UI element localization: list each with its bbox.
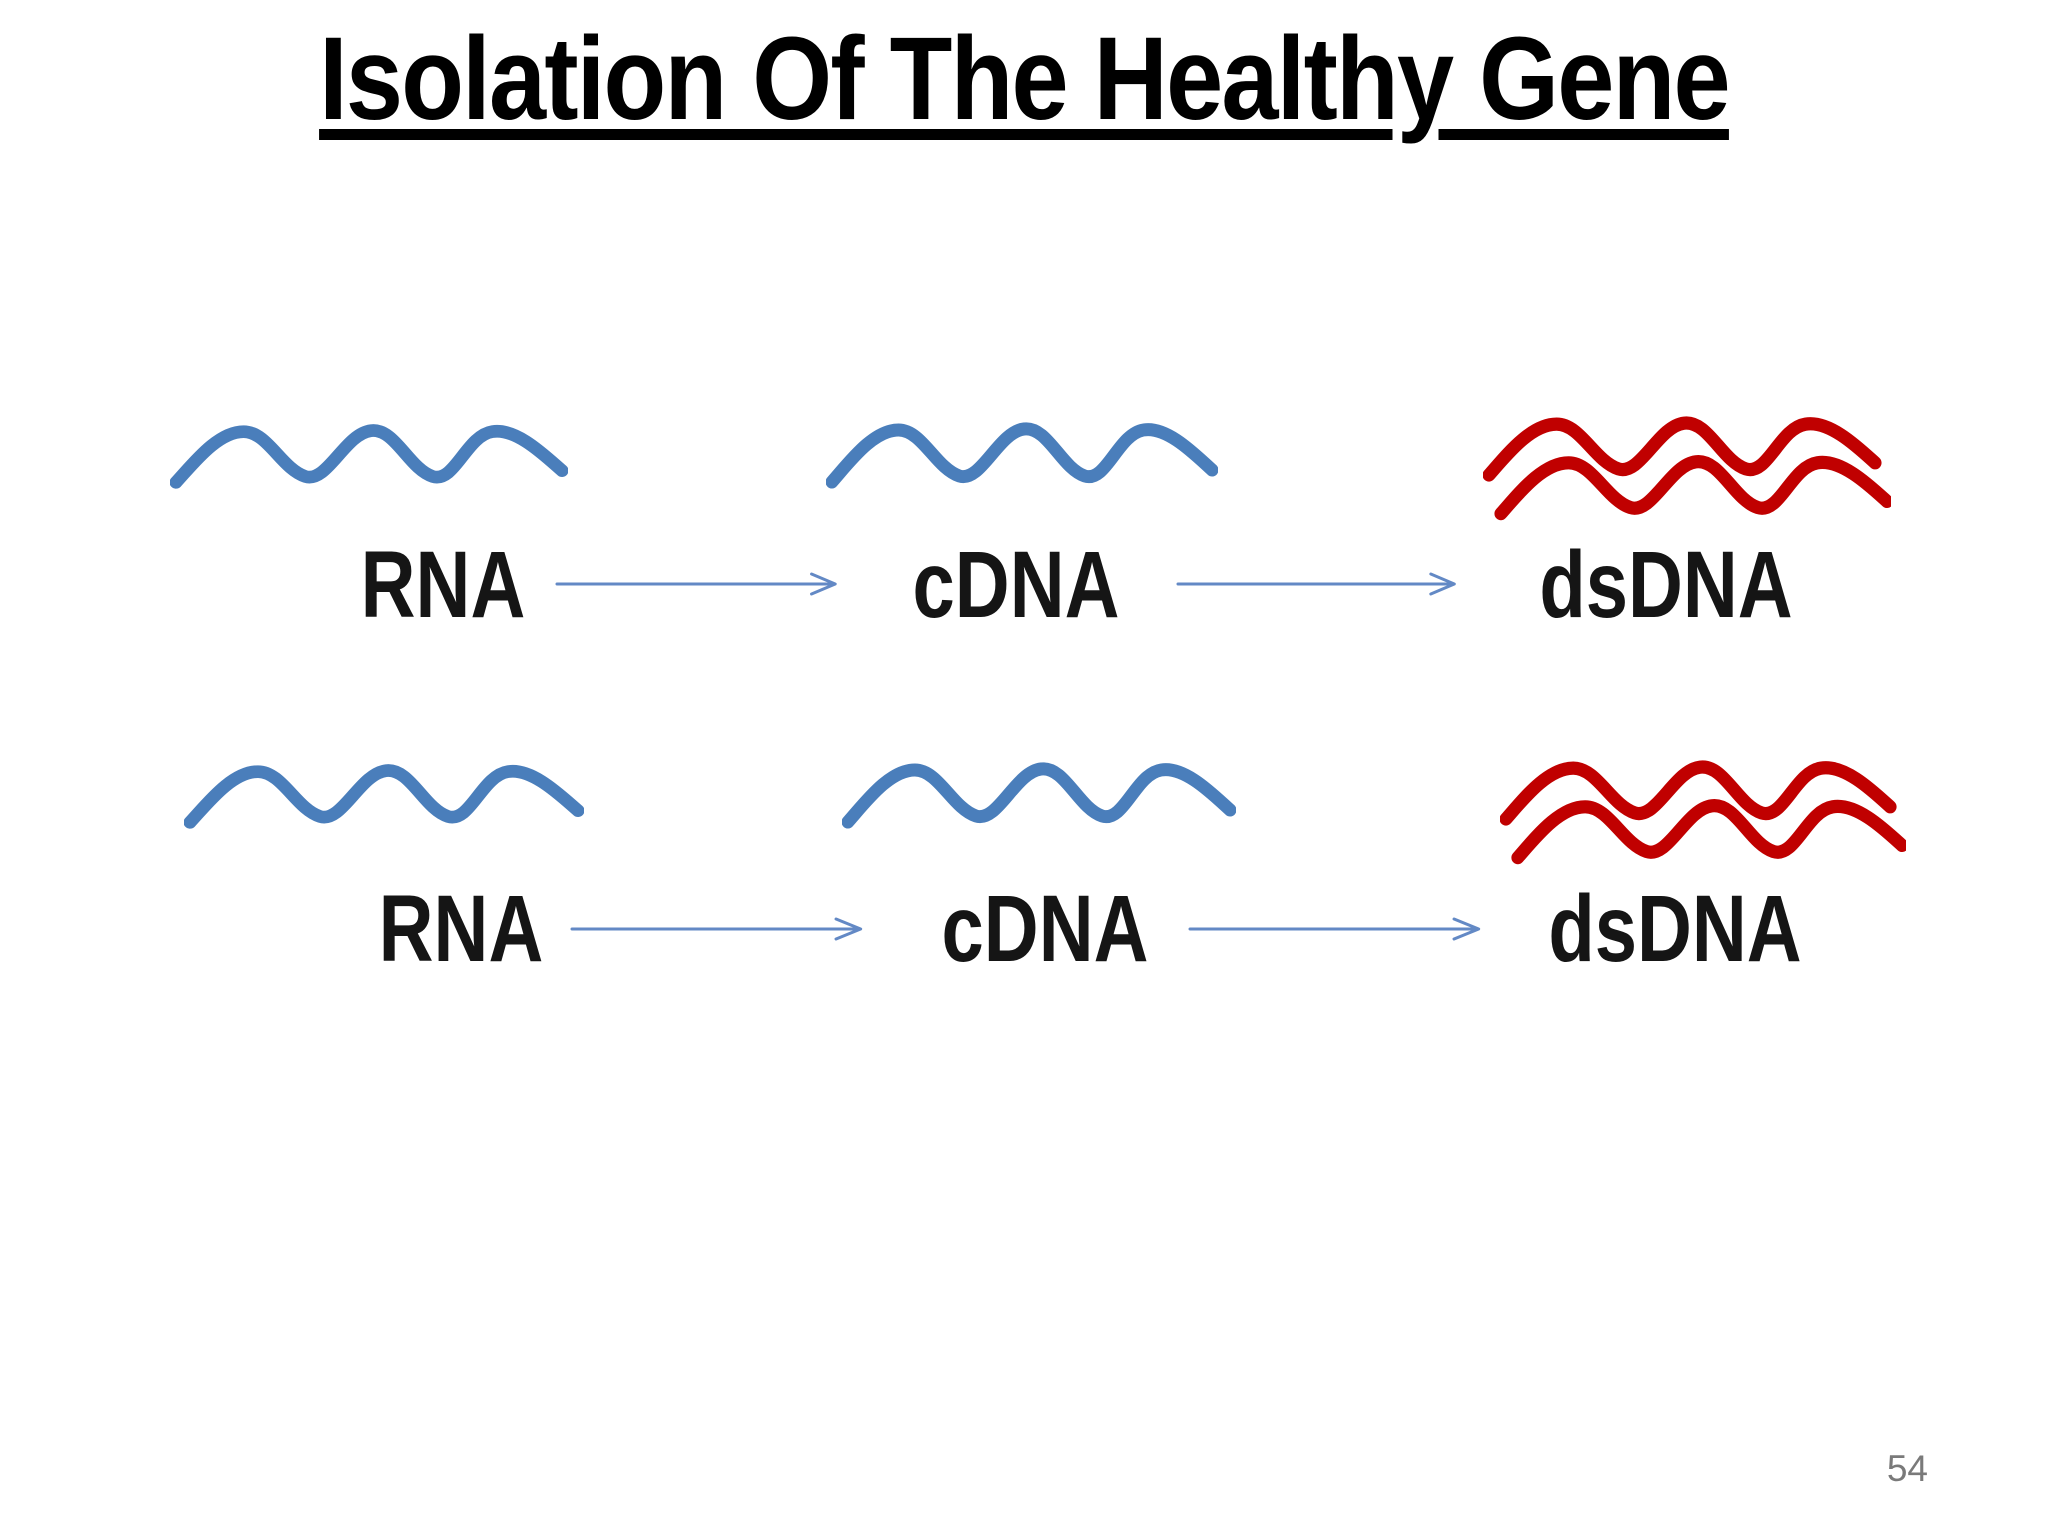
cdna-strand-icon <box>826 422 1218 489</box>
right-arrow-icon <box>1176 572 1456 596</box>
rna-strand-icon <box>170 424 568 489</box>
rna-strand-icon <box>184 764 584 829</box>
dsdna-double-strand-icon <box>1483 416 1891 521</box>
dsdna-double-strand-icon <box>1500 760 1906 865</box>
rna-label: RNA <box>360 532 526 638</box>
right-arrow-icon <box>555 572 837 596</box>
cdna-strand-icon <box>842 762 1236 829</box>
page-number: 54 <box>1886 1448 1928 1489</box>
dsdna-label: dsDNA <box>1548 876 1802 982</box>
slide-title: Isolation Of The Healthy Gene <box>319 13 1731 145</box>
dsdna-label: dsDNA <box>1539 532 1793 638</box>
cdna-label: cDNA <box>912 532 1120 638</box>
right-arrow-icon <box>570 917 863 941</box>
cdna-label: cDNA <box>941 876 1149 982</box>
right-arrow-icon <box>1188 917 1481 941</box>
rna-label: RNA <box>378 876 544 982</box>
